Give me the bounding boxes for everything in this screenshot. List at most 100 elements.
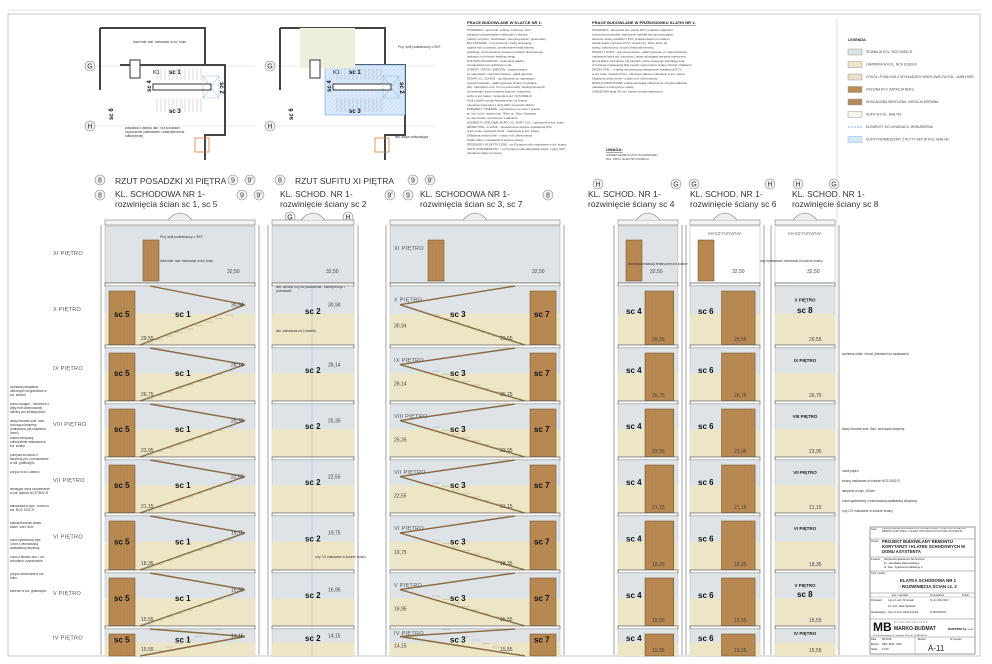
branch-label: Branża (918, 638, 926, 641)
callout: punkt dostępu - obłożenie z płyty mdf ok… (10, 403, 49, 414)
door (721, 520, 756, 571)
level-mark: 30,94 (394, 324, 407, 330)
skylight (300, 212, 326, 221)
floor-slab (104, 400, 256, 405)
note-line: DRZWI STAL. w scholl. - okuwtonomie skra… (467, 125, 552, 129)
wall-tag: sc 4 (147, 80, 153, 92)
door (108, 408, 136, 458)
note-line: BALUSTRADA - oczyszczenie z farby istnie… (467, 41, 532, 45)
legend-swatch (847, 98, 863, 106)
section-title: KL. SCHOD. NR 1-rozwinięcie ściany sc 8 (792, 189, 879, 209)
floor-slab (271, 512, 355, 517)
section-title-line: rozwinięcie ściany sc 2 (280, 199, 367, 209)
axis-label: G (691, 182, 696, 189)
wall-tag: sc 5 (114, 425, 130, 434)
door (721, 464, 756, 514)
level-mark: 22,55 (394, 493, 407, 499)
wall-tag: sc 1 (175, 636, 191, 645)
level-mark: 14,15 (231, 633, 244, 639)
company-subtitle: B I U R O P R O J E K T O W E (894, 621, 928, 624)
level-mark: 15,55 (652, 618, 665, 624)
note-line: wypoziomowanie - gładź gipsowa. Ściany z… (467, 80, 537, 85)
wall-tag: sc 2 (218, 82, 224, 94)
note-line: parapety nad grzejnikami wykonane z last… (467, 32, 528, 36)
level-mark: 28,14 (231, 362, 244, 368)
callout: drzwi lakr. stal. malowane w kol. buku (160, 259, 213, 263)
callout: istn. klapa oddymiająca (395, 135, 428, 139)
section-title-line: rozwinięcia ścian sc 1, sc 5 (115, 199, 218, 209)
level-mark: 22,55 (231, 474, 244, 480)
floor-slab (104, 344, 256, 349)
callout: bielenie w kol. grafitowym (10, 590, 47, 593)
roof-slab (689, 219, 761, 226)
wall-tag: sc 4 (626, 422, 642, 431)
floor-label: IX PIĘTRO (794, 358, 817, 363)
stair-stringer (399, 572, 516, 591)
wainscot-panel (775, 598, 835, 626)
section-title-line: rozwinięcie ściany sc 6 (690, 199, 777, 209)
floor-label: IX PIĘTRO (394, 358, 424, 364)
floor-slab (774, 569, 836, 574)
legend-label: COKÓŁ I PODŁOGA Z WYKŁADZINY WINYLOWEJ W… (866, 74, 974, 79)
axis-bubble (94, 189, 106, 201)
axis-label: 8 (98, 178, 102, 185)
axis-label: G (287, 215, 292, 222)
floor-label: IV PIĘTRO (53, 636, 83, 642)
floor-slab (271, 344, 355, 349)
skylight (635, 212, 661, 221)
level-mark: 21,15 (809, 505, 822, 511)
wall-panel (389, 225, 561, 284)
wainscot-panel (390, 642, 560, 656)
wall-tag: sc 7 (534, 636, 550, 645)
level-mark: 15,55 (141, 647, 154, 653)
axis-label: 9' (247, 178, 252, 185)
wall-tag: sc 7 (534, 537, 550, 546)
stair-stringer (399, 459, 516, 478)
stage-label: Faza: (871, 528, 877, 531)
section-title-line: rozwinięcia ścian sc 3, sc 7 (420, 199, 523, 209)
wall-tag: sc 6 (698, 591, 714, 600)
skylight (167, 212, 193, 221)
note-line: (należy oczyścić, zeszlifować, zaimpregn… (467, 37, 547, 41)
level-mark: 32,50 (650, 269, 663, 275)
axis-bubble (94, 174, 106, 186)
remark-header: UWAGA: (606, 147, 623, 152)
legend-title: LEGENDA: (848, 38, 867, 42)
level-mark: 22,55 (328, 474, 341, 480)
note-line: ELEMENTY STALOWE (RURY CO, RURY CO) - ma… (467, 120, 565, 124)
investor-line: im. Jarosława Dąbrowskiego (884, 561, 920, 565)
wall-tag: sc 5 (114, 369, 130, 378)
wall-tag: sc 2 (398, 82, 404, 94)
note-line: POLICZKI SCHODÓW - wykonanie gładzi i (467, 58, 525, 63)
legend-swatch (847, 73, 863, 81)
notes-column-2: PRACE BUDOWLANE W PRZEDSIONKU KLATKI NR … (591, 20, 696, 161)
legend-label: ELEMENTY DO LIKWIDACJI, WYBURZENIA (866, 125, 934, 129)
axis-bubble (542, 189, 554, 201)
level-mark: 14,15 (394, 644, 407, 650)
floor-label: VI PIĘTRO (53, 535, 83, 541)
floor-slab (689, 625, 761, 630)
wall-tag: sc 4 (327, 80, 333, 92)
plan-title: RZUT POSADZKI XI PIĘTRA (115, 176, 227, 186)
level-mark: 15,55 (809, 648, 822, 654)
axis-label: H (87, 124, 92, 131)
legend-label: WYKŁADZINA WINYLOWA, IMITACJA DREWNA (866, 100, 939, 104)
callout: poręcz drewniana w kol. buku (10, 573, 45, 580)
callout: istniejące okna uzupełnienie w kol. last… (10, 488, 50, 495)
level-mark: 32,50 (732, 269, 745, 275)
stair-stringer (139, 635, 246, 657)
role-name: mgr inż. arch. Daria Śmielak (888, 611, 919, 614)
stair-stringer (399, 419, 526, 458)
axis-label: G (831, 182, 836, 189)
floor-slab (617, 625, 679, 630)
wainscot-panel (272, 541, 354, 570)
level-mark: 29,55 (652, 337, 665, 343)
callout: ściany malowane w kolorze NCS 0502-R (842, 479, 900, 483)
floor-label: V PIĘTRO (394, 583, 422, 589)
axis-label: H (767, 182, 772, 189)
floor-label: VII PIĘTRO (793, 470, 817, 475)
level-mark: 16,95 (231, 587, 244, 593)
level-mark: 23,95 (500, 448, 513, 454)
